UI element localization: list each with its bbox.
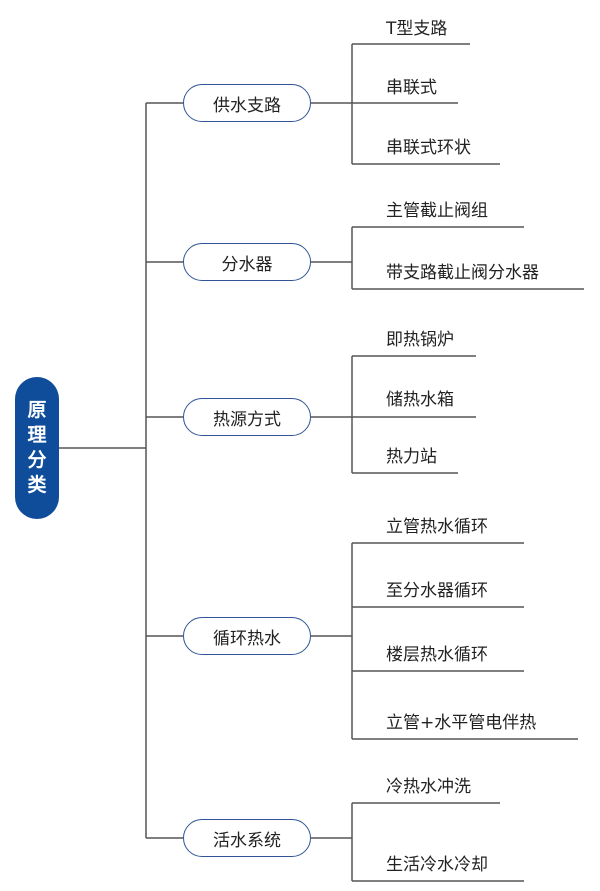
leaf-label: 冷热水冲洗 xyxy=(386,777,471,797)
leaf-label: T型支路 xyxy=(386,19,448,39)
root-label-char: 理 xyxy=(27,424,47,446)
leaf-label: 热力站 xyxy=(386,447,437,467)
leaf-label: 立管热水循环 xyxy=(386,517,488,537)
leaf-label: 主管截止阀组 xyxy=(386,201,488,221)
leaf-label: 串联式 xyxy=(386,78,437,98)
leaf-label: 储热水箱 xyxy=(386,390,454,410)
leaf-label: 生活冷水冷却 xyxy=(386,855,488,875)
branch-node-flowing-water: 活水系统 xyxy=(183,819,311,857)
branch-node-heat-source: 热源方式 xyxy=(183,398,311,436)
root-label-char: 原 xyxy=(27,399,47,421)
leaf-label: 至分水器循环 xyxy=(386,581,488,601)
leaf-label: 串联式环状 xyxy=(386,138,471,158)
root-node: 原 理 分 类 xyxy=(15,377,59,519)
leaf-label: 即热锅炉 xyxy=(386,330,454,350)
leaf-label: 楼层热水循环 xyxy=(386,645,488,665)
root-label-char: 分 xyxy=(27,449,47,471)
leaf-label: 立管+水平管电伴热 xyxy=(386,713,537,733)
branch-node-circulation: 循环热水 xyxy=(183,617,311,655)
root-label-char: 类 xyxy=(27,474,47,496)
branch-node-water-supply: 供水支路 xyxy=(183,84,311,122)
branch-node-manifold: 分水器 xyxy=(183,243,311,281)
leaf-label: 带支路截止阀分水器 xyxy=(386,263,539,283)
